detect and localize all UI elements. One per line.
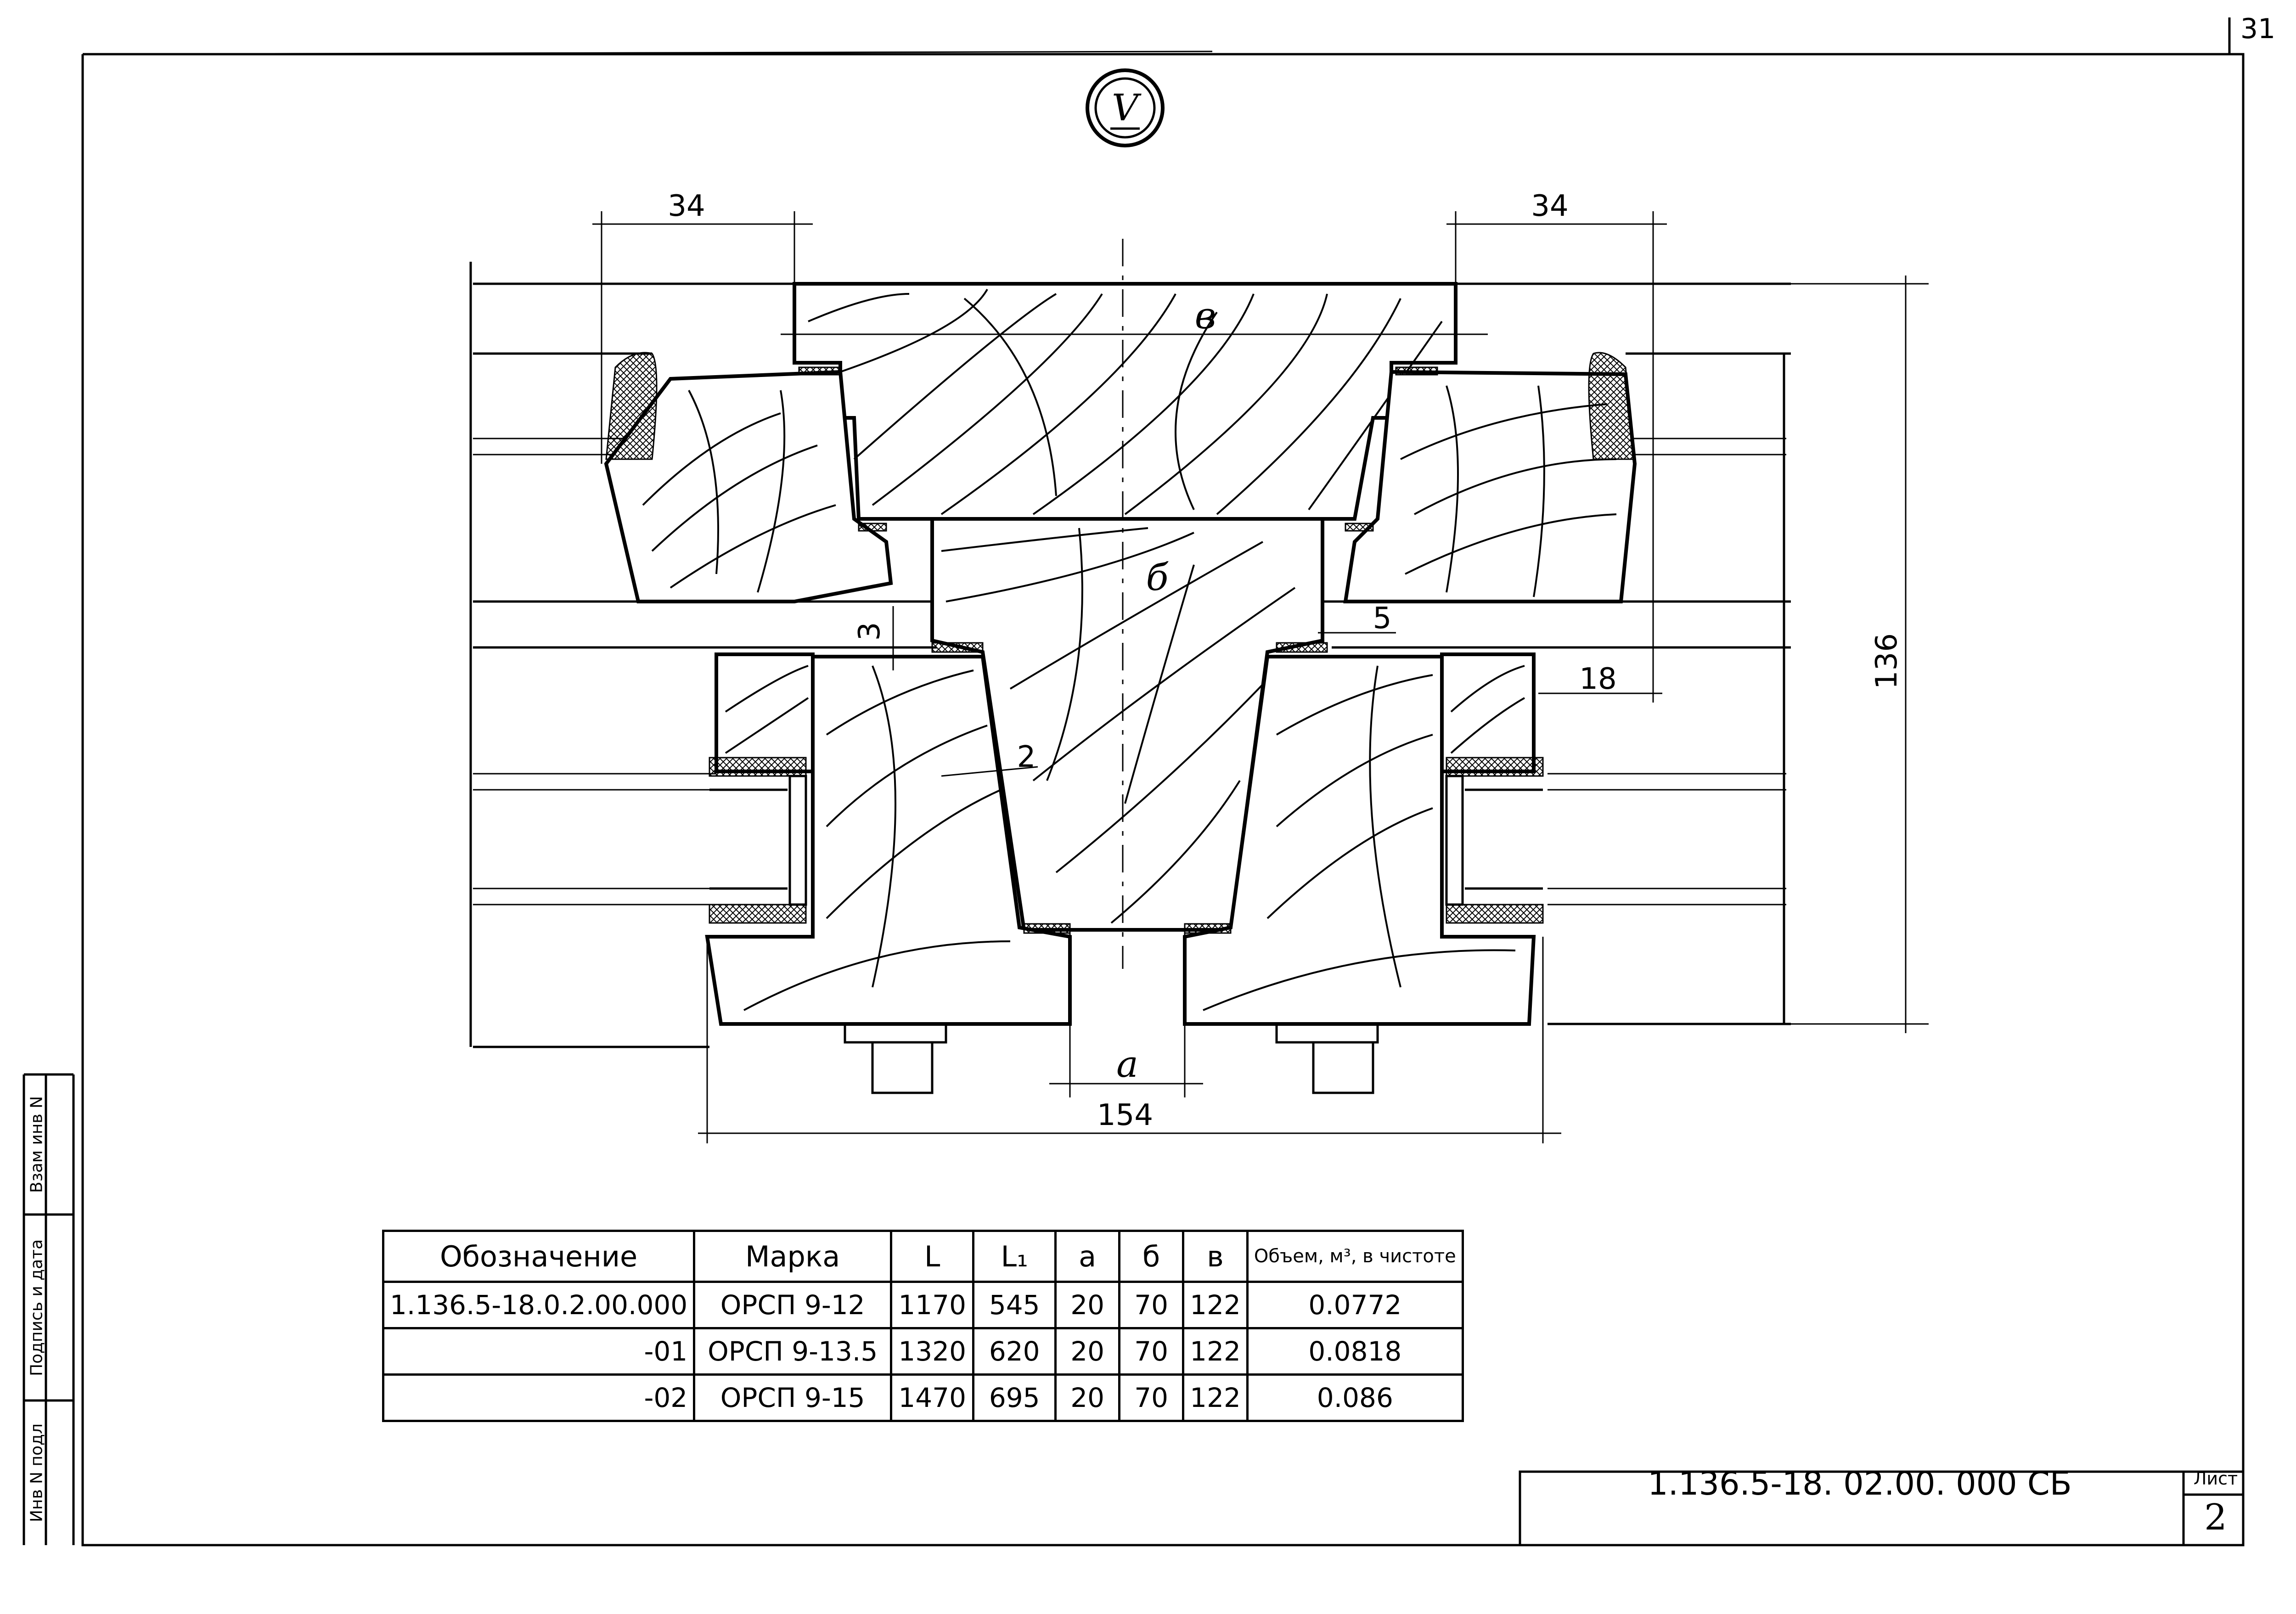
header-L1: L₁ [972, 1230, 1057, 1283]
cell-a: 20 [1054, 1327, 1121, 1376]
header-mark: Марка [693, 1230, 893, 1283]
cell-L1: 545 [972, 1281, 1057, 1329]
cell-mark: ОРСП 9-13.5 [693, 1327, 893, 1376]
cell-b: 70 [1118, 1281, 1185, 1329]
dim-right-width: 34 [1531, 189, 1568, 223]
cell-designation: 1.136.5-18.0.2.00.000 [382, 1281, 696, 1329]
stamp-signature-date: Подпись и дата [27, 1239, 46, 1376]
cell-L: 1470 [890, 1373, 975, 1422]
header-b: б [1118, 1230, 1185, 1283]
cell-volume: 0.086 [1246, 1373, 1464, 1422]
cell-L: 1170 [890, 1281, 975, 1329]
dim-slope-2: 2 [1017, 740, 1036, 774]
cell-v: 122 [1182, 1281, 1249, 1329]
document-code: 1.136.5-18. 02.00. 000 СБ [1648, 1465, 2072, 1502]
cell-volume: 0.0818 [1246, 1327, 1464, 1376]
dim-left-width: 34 [668, 189, 705, 223]
upper-side-blocks [604, 352, 1637, 603]
specification-table: Обозначение Марка L L₁ a б в Объем, м³, … [382, 1230, 1464, 1422]
cell-b: 70 [1118, 1327, 1185, 1376]
cell-a: 20 [1054, 1281, 1121, 1329]
header-v: в [1182, 1230, 1249, 1283]
cell-L: 1320 [890, 1327, 975, 1376]
cell-L1: 695 [972, 1373, 1057, 1422]
header-designation: Обозначение [382, 1230, 696, 1283]
label-center-block: б [1146, 556, 1169, 599]
dim-gap-right: 18 [1579, 662, 1616, 696]
stamp-inv-original: Инв N подл [27, 1423, 46, 1522]
fasteners [844, 1023, 1379, 1094]
sheet-label: Лист [2193, 1468, 2238, 1489]
label-top-bar: в [1195, 294, 1216, 337]
view-marker: V [1086, 68, 1165, 147]
table-row: -02 ОРСП 9-15 1470 695 20 70 122 0.086 [382, 1373, 1464, 1422]
cell-L1: 620 [972, 1327, 1057, 1376]
table-row: 1.136.5-18.0.2.00.000 ОРСП 9-12 1170 545… [382, 1281, 1464, 1329]
dimension-lines: 34 34 136 18 3 5 2 [592, 189, 1929, 1143]
title-block [1519, 1470, 2243, 1545]
cell-mark: ОРСП 9-12 [693, 1281, 893, 1329]
cell-mark: ОРСП 9-15 [693, 1373, 893, 1422]
cell-volume: 0.0772 [1246, 1281, 1464, 1329]
sheet-frame [81, 17, 2245, 1547]
page-number: 31 [2240, 13, 2276, 45]
header-a: a [1054, 1230, 1121, 1283]
dim-total-width: 154 [1097, 1098, 1153, 1132]
cell-designation: -01 [382, 1327, 696, 1376]
view-marker-label: V [1112, 86, 1142, 129]
lower-side-blocks [705, 642, 1544, 1026]
cell-b: 70 [1118, 1373, 1185, 1422]
header-L: L [890, 1230, 975, 1283]
top-crossbar: в [781, 282, 1488, 521]
cell-a: 20 [1054, 1373, 1121, 1422]
dim-step-3: 3 [853, 622, 887, 641]
sheet-number: 2 [2204, 1497, 2227, 1538]
table-header-row: Обозначение Марка L L₁ a б в Объем, м³, … [382, 1230, 1464, 1283]
cell-v: 122 [1182, 1327, 1249, 1376]
cell-v: 122 [1182, 1373, 1249, 1422]
header-volume: Объем, м³, в чистоте [1246, 1230, 1464, 1283]
dim-opening-a: a [1116, 1043, 1138, 1085]
side-stamp-frame [23, 1073, 75, 1545]
dim-step-5: 5 [1373, 602, 1392, 635]
stamp-replaces-inv: Взам инв N [27, 1096, 46, 1193]
table-row: -01 ОРСП 9-13.5 1320 620 20 70 122 0.081… [382, 1327, 1464, 1376]
dim-total-height: 136 [1870, 633, 1904, 689]
cell-designation: -02 [382, 1373, 696, 1422]
